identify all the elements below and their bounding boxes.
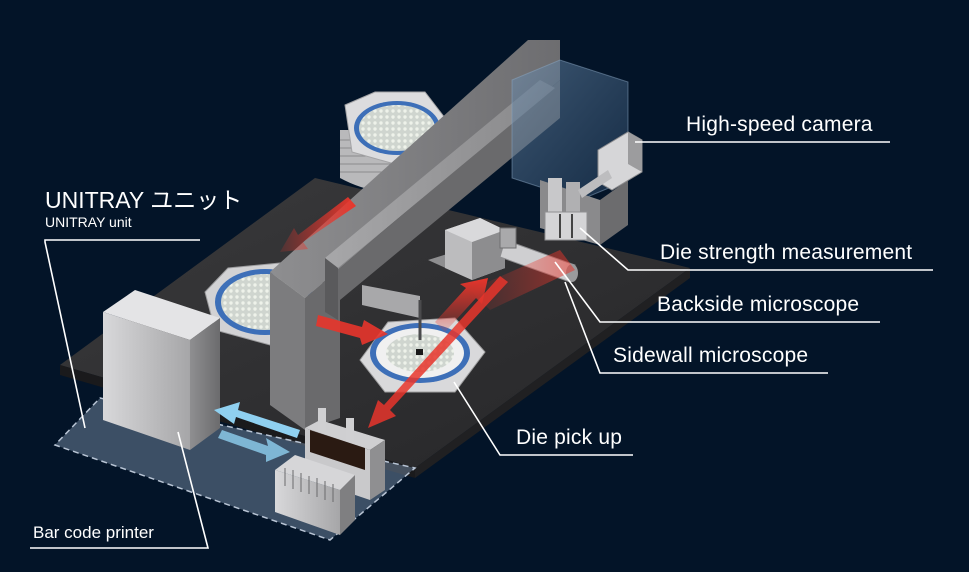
red-arrow-frame-to-pickup <box>316 315 388 345</box>
label-backside-microscope: Backside microscope <box>657 293 860 316</box>
leader-backside-microscope <box>554 261 880 323</box>
tray-units <box>275 408 385 535</box>
bar-code-printer-box <box>103 290 220 450</box>
red-arrow-cassette-to-frame <box>280 197 356 252</box>
label-die-strength-measurement: Die strength measurement <box>660 241 913 264</box>
label-die-pick-up: Die pick up <box>516 426 623 449</box>
red-arrow-to-tray <box>368 276 508 428</box>
label-high-speed-camera: High-speed camera <box>686 113 873 136</box>
label-sidewall-microscope: Sidewall microscope <box>613 344 809 367</box>
blue-arrow-to-box <box>214 402 300 438</box>
leader-sidewall-microscope <box>564 281 828 374</box>
high-speed-camera <box>578 131 643 198</box>
leader-die-strength <box>579 227 933 271</box>
unitray-unit-title: UNITRAY ユニット <box>45 187 243 213</box>
leader-unitray <box>44 239 200 429</box>
label-bar-code-printer: Bar code printer <box>33 523 154 542</box>
leader-die-pick-up <box>453 381 633 456</box>
transfer-arrows <box>280 197 575 428</box>
leader-bar-code-printer <box>30 431 210 549</box>
leader-lines <box>30 141 933 549</box>
red-beam-microscope <box>470 250 575 310</box>
gantry-wall <box>270 40 560 430</box>
backside-microscope-block <box>428 218 505 280</box>
exchange-arrows <box>214 402 300 462</box>
blue-arrow-to-tray <box>218 430 290 462</box>
unitray-unit-subtitle: UNITRAY unit <box>45 214 132 230</box>
